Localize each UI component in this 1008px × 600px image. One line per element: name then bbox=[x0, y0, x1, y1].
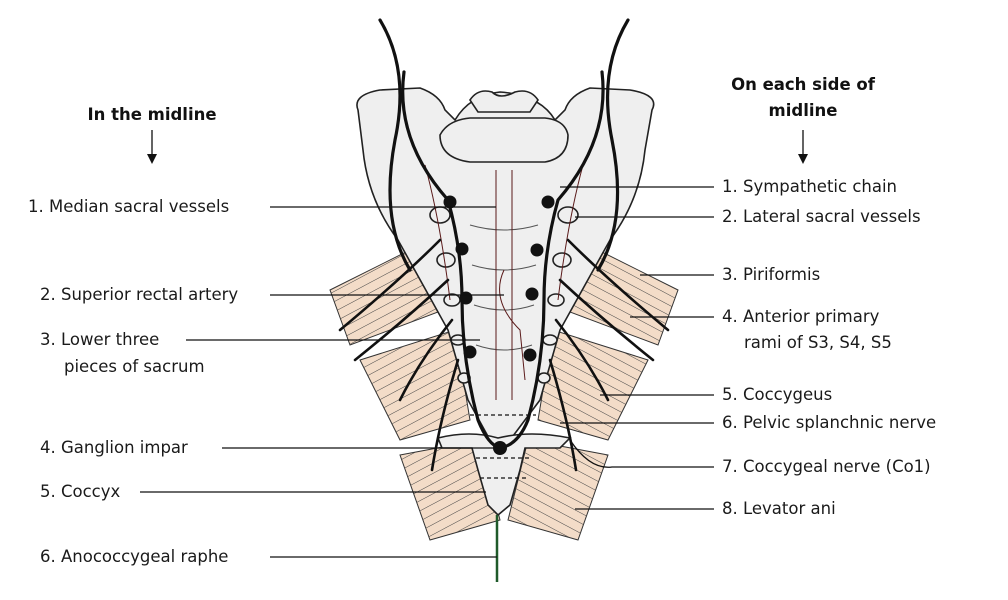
right-labels: 1. Sympathetic chain 2. Lateral sacral v… bbox=[560, 177, 936, 518]
left-labels: 1. Median sacral vessels 2. Superior rec… bbox=[28, 197, 504, 566]
sympathetic-chain-left bbox=[401, 70, 502, 450]
header-right-line1: On each side of bbox=[731, 75, 876, 94]
median-sacral-vessel bbox=[495, 170, 513, 400]
lateral-sacral-vessel-right bbox=[557, 164, 584, 301]
label-superior-rectal-artery: 2. Superior rectal artery bbox=[40, 285, 238, 304]
lateral-sacral-vessel-left bbox=[424, 164, 451, 301]
sacral-promontory bbox=[439, 117, 569, 163]
label-levator-ani: 8. Levator ani bbox=[722, 499, 836, 518]
nerve-trunk-right bbox=[596, 18, 630, 272]
label-pelvic-splanchnic-nerve: 6. Pelvic splanchnic nerve bbox=[722, 413, 936, 432]
header-right-line2: midline bbox=[769, 101, 838, 120]
ganglion-impar bbox=[493, 441, 507, 455]
label-anterior-rami-line1: 4. Anterior primary bbox=[722, 307, 880, 326]
label-lower-three-line2: pieces of sacrum bbox=[64, 357, 205, 376]
label-anterior-rami-line2: rami of S3, S4, S5 bbox=[744, 333, 892, 352]
label-ganglion-impar: 4. Ganglion impar bbox=[40, 438, 188, 457]
nerve-trunk-left bbox=[378, 18, 412, 272]
label-anococcygeal-raphe: 6. Anococcygeal raphe bbox=[40, 547, 228, 566]
vessels bbox=[424, 164, 584, 400]
label-sympathetic-chain: 1. Sympathetic chain bbox=[722, 177, 897, 196]
label-lower-three-line1: 3. Lower three bbox=[40, 330, 159, 349]
nerves bbox=[338, 18, 670, 472]
header-left: In the midline bbox=[87, 105, 216, 124]
coccyx bbox=[436, 433, 572, 517]
label-coccygeal-nerve: 7. Coccygeal nerve (Co1) bbox=[722, 457, 931, 476]
label-coccyx: 5. Coccyx bbox=[40, 482, 121, 501]
superior-rectal-artery bbox=[499, 269, 526, 381]
label-coccygeus: 5. Coccygeus bbox=[722, 385, 832, 404]
label-median-sacral-vessels: 1. Median sacral vessels bbox=[28, 197, 229, 216]
label-lateral-sacral-vessels: 2. Lateral sacral vessels bbox=[722, 207, 921, 226]
superior-articular bbox=[469, 90, 539, 113]
sympathetic-chain-right bbox=[498, 70, 605, 450]
label-piriformis: 3. Piriformis bbox=[722, 265, 820, 284]
